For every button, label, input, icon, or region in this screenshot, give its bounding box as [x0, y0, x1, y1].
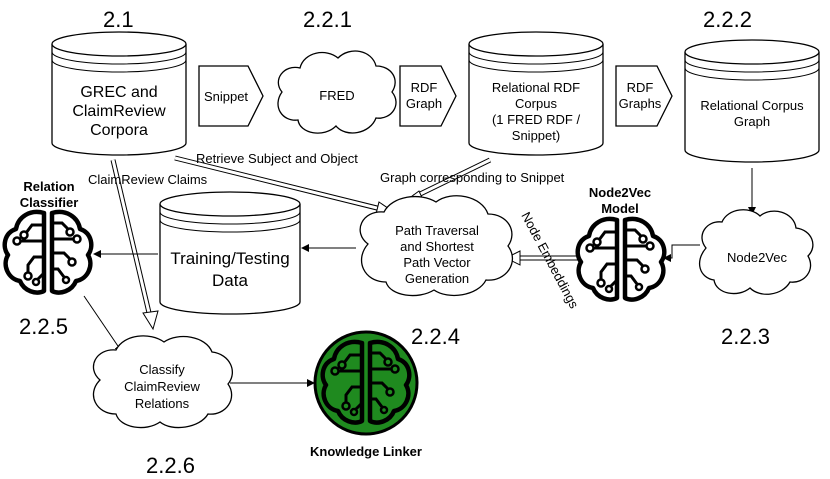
edge-label-retrieve-subject-object: Retrieve Subject and Object: [196, 151, 358, 166]
edge-label-graph-corresponding: Graph corresponding to Snippet: [380, 170, 565, 185]
classify-line-2: ClaimReview: [124, 379, 200, 394]
relation-classifier-line-2: Classifier: [20, 195, 79, 210]
section-number-2-2-3: 2.2.3: [721, 324, 770, 349]
section-number-2-2-6: 2.2.6: [146, 453, 195, 478]
training-testing-data: Training/Testing Data: [159, 191, 301, 315]
connector-rdf-graphs-line-1: RDF: [627, 80, 654, 95]
rdf-corpus-line-4: Snippet): [512, 128, 560, 143]
edge-claimreview-claims: [110, 159, 159, 331]
path-traversal-line-2: and Shortest: [400, 239, 474, 254]
cloud-node2vec: Node2Vec: [698, 209, 814, 295]
edge-classifier-to-classify: [83, 295, 123, 353]
training-data-line-2: Data: [212, 271, 248, 290]
training-data-line-1: Training/Testing: [170, 249, 289, 268]
knowledge-linker: Knowledge Linker: [310, 330, 422, 459]
rdf-corpus-line-1: Relational RDF: [492, 80, 580, 95]
knowledge-linker-badge: [313, 330, 419, 436]
edge-node2vec-to-model: [663, 244, 700, 262]
grec-corpora-line-1: GREC and: [80, 84, 157, 101]
edge-label-claimreview-claims: ClaimReview Claims: [88, 172, 208, 187]
connector-rdf-graph-line-2: Graph: [406, 96, 442, 111]
section-number-2-2-1: 2.2.1: [303, 7, 352, 32]
relation-classifier-line-1: Relation: [23, 179, 74, 194]
grec-claimreview-corpora: GREC and ClaimReview Corpora: [51, 31, 187, 156]
section-number-2-2-5: 2.2.5: [19, 314, 68, 339]
corpus-graph-line-1: Relational Corpus: [700, 98, 804, 113]
node2vec-model: Node2Vec Model: [578, 185, 665, 300]
path-traversal-line-4: Generation: [405, 271, 469, 286]
classify-line-3: Relations: [135, 396, 190, 411]
section-number-2-1: 2.1: [103, 7, 134, 32]
cloud-fred: FRED: [277, 50, 397, 134]
grec-corpora-line-3: Corpora: [90, 122, 148, 139]
connector-snippet: Snippet: [198, 65, 264, 127]
rdf-corpus-line-3: (1 FRED RDF /: [492, 112, 581, 127]
relational-rdf-corpus: Relational RDF Corpus (1 FRED RDF / Snip…: [468, 31, 604, 156]
section-number-2-2-4: 2.2.4: [411, 324, 460, 349]
path-traversal-line-1: Path Traversal: [395, 223, 479, 238]
brain-circuit-icon: [578, 219, 665, 300]
cloud-classify-relations: Classify ClaimReview Relations: [92, 335, 233, 429]
path-traversal-line-3: Path Vector: [403, 255, 471, 270]
fred-label: FRED: [319, 88, 354, 103]
connector-rdf-graphs: RDF Graphs: [615, 65, 673, 127]
brain-circuit-icon: [5, 212, 92, 293]
connector-rdf-graph-line-1: RDF: [411, 80, 438, 95]
section-number-2-2-2: 2.2.2: [703, 7, 752, 32]
cloud-path-traversal: Path Traversal and Shortest Path Vector …: [359, 195, 514, 297]
rdf-corpus-line-2: Corpus: [515, 96, 557, 111]
grec-corpora-line-2: ClaimReview: [72, 103, 166, 120]
connector-rdf-graph: RDF Graph: [399, 65, 457, 127]
node2vec-label: Node2Vec: [727, 250, 787, 265]
corpus-graph-line-2: Graph: [734, 114, 770, 129]
node2vec-model-line-1: Node2Vec: [589, 185, 651, 200]
classify-line-1: Classify: [139, 362, 185, 377]
connector-snippet-label: Snippet: [204, 89, 248, 104]
connector-rdf-graphs-line-2: Graphs: [619, 96, 662, 111]
relational-corpus-graph: Relational Corpus Graph: [684, 39, 820, 163]
knowledge-linker-label: Knowledge Linker: [310, 444, 422, 459]
relation-classifier: Relation Classifier: [5, 179, 92, 293]
node2vec-model-line-2: Model: [601, 201, 639, 216]
